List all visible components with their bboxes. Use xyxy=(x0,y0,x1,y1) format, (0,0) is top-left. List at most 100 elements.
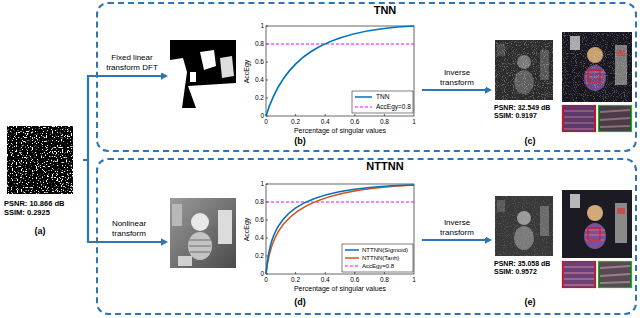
arrowhead xyxy=(161,72,168,80)
axis-title: AccEgy xyxy=(243,59,250,83)
illustration-part xyxy=(190,72,196,82)
illustration-part xyxy=(345,266,359,267)
arrowhead xyxy=(485,86,492,94)
illustration-part xyxy=(188,232,212,260)
illustration-part xyxy=(570,194,580,208)
illustration-part xyxy=(562,32,632,102)
illustration-part xyxy=(495,196,553,256)
illustration-part xyxy=(342,244,413,272)
tick-label: 1 xyxy=(260,23,264,30)
illustration-part xyxy=(170,58,187,108)
recovered-gray-image xyxy=(495,196,553,256)
axis-title: Percentage of singular values xyxy=(294,285,386,292)
illustration-part xyxy=(599,262,632,288)
illustration-part xyxy=(266,202,414,203)
connector-label: Fixed linear transform DFT xyxy=(99,53,165,73)
illustration-part xyxy=(562,190,632,258)
illustration-part xyxy=(7,126,73,194)
image-group: PSNR: 10.866 dB SSIM: 0.2925 (a) xyxy=(3,124,83,240)
illustration-part xyxy=(495,196,553,256)
tick-label: 0.6 xyxy=(255,217,264,224)
illustration-part xyxy=(170,198,236,268)
panel-title: TNN xyxy=(374,4,397,17)
illustration-part xyxy=(7,126,73,194)
tick-label: 0.6 xyxy=(350,277,359,284)
panel-title: NTTNN xyxy=(366,160,403,173)
legend-text: AccEgy=0.8 xyxy=(376,104,411,111)
illustration-part xyxy=(588,228,600,240)
tick-label: 1 xyxy=(412,277,416,284)
tick-label: 0.4 xyxy=(321,277,330,284)
tick-label: 0.6 xyxy=(255,59,264,66)
axis-title: Percentage of singular values xyxy=(294,127,386,134)
connector-label: Nonlinear transform xyxy=(99,219,159,239)
arrowhead xyxy=(161,238,168,246)
illustration-part xyxy=(563,262,596,288)
tick-label: 0 xyxy=(260,271,264,278)
tick-label: 0 xyxy=(260,113,264,120)
illustration-part xyxy=(266,26,414,116)
connector-line xyxy=(422,239,487,241)
illustration-part xyxy=(564,267,594,285)
tick-label: 0.6 xyxy=(350,119,359,126)
tick-label: 1 xyxy=(260,181,264,188)
tick-label: 0.8 xyxy=(380,277,389,284)
line-chart xyxy=(266,26,414,116)
illustration-part xyxy=(600,266,630,283)
illustration-part xyxy=(352,91,413,113)
tick-label: 0.8 xyxy=(380,119,389,126)
tick-label: 0.2 xyxy=(255,253,264,260)
image-group: PSNR: 35.058 dB SSIM: 0.9572 (e) xyxy=(492,184,634,312)
tick-label: 0.8 xyxy=(255,199,264,206)
illustration-part xyxy=(188,83,236,108)
illustration-part xyxy=(355,96,372,98)
tick-label: 0.2 xyxy=(291,277,300,284)
image-group: PSNR: 32.549 dB SSIM: 0.9197(c) xyxy=(492,26,634,150)
noisy-image xyxy=(7,126,73,194)
illustration-part xyxy=(172,204,182,226)
tick-label: 0 xyxy=(264,119,268,126)
panel-letter: (a) xyxy=(35,226,46,237)
axis-title: AccEgy xyxy=(243,217,250,241)
illustration-part xyxy=(355,107,372,108)
legend-text: TNN xyxy=(376,94,389,101)
tick-label: 1 xyxy=(412,119,416,126)
illustration-part xyxy=(563,106,596,132)
tick-label: 0 xyxy=(264,277,268,284)
line-chart xyxy=(266,184,414,274)
illustration-part xyxy=(562,32,632,102)
panel-letter: (b) xyxy=(294,136,306,147)
arrowhead xyxy=(485,236,492,244)
connector-line xyxy=(83,76,163,160)
transformed-image xyxy=(170,198,236,268)
illustration-part xyxy=(191,213,209,231)
illustration-part xyxy=(218,210,232,244)
dft-image xyxy=(170,40,236,108)
illustration-part xyxy=(615,203,627,243)
tick-label: 0.2 xyxy=(291,119,300,126)
metric-text: PSNR: 35.058 dB SSIM: 0.9572 xyxy=(494,260,560,277)
illustration-part xyxy=(587,205,603,221)
illustration-part xyxy=(599,106,632,132)
illustration-part xyxy=(266,26,414,116)
tick-label: 0.4 xyxy=(321,119,330,126)
recovered-color-image xyxy=(562,190,632,288)
recovered-gray-image xyxy=(495,40,553,100)
metric-text: PSNR: 32.549 dB SSIM: 0.9197 xyxy=(494,104,560,121)
illustration-part xyxy=(617,208,625,214)
illustration-part xyxy=(564,111,594,129)
metric-text: PSNR: 10.866 dB SSIM: 0.2925 xyxy=(4,199,81,217)
illustration-part xyxy=(345,257,359,259)
illustration-part xyxy=(495,40,553,100)
illustration-part xyxy=(266,44,414,45)
illustration-part xyxy=(588,70,600,82)
panel-letter: (e) xyxy=(525,297,536,308)
illustration-part xyxy=(266,185,414,274)
illustration-part xyxy=(495,40,553,100)
connector-label: Inverse transform xyxy=(428,218,486,238)
legend-text: AccEgy=0.8 xyxy=(362,263,394,269)
connector-line xyxy=(422,89,487,91)
tick-label: 0.4 xyxy=(255,235,264,242)
tick-label: 0.4 xyxy=(255,77,264,84)
